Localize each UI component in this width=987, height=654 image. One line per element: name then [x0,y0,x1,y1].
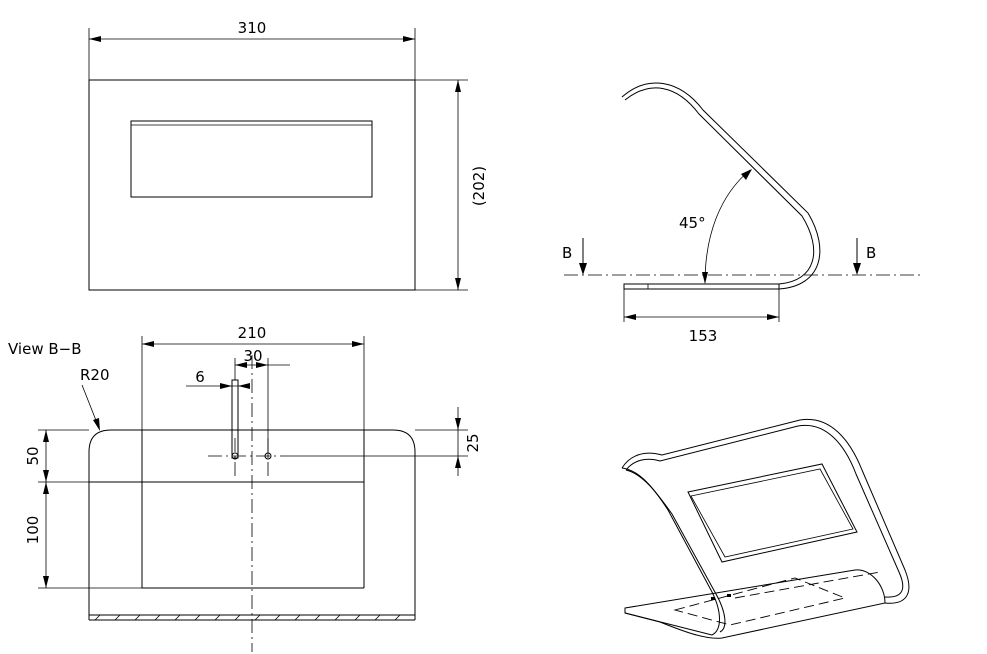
side-profile-inner [624,87,815,285]
iso-base-hidden-line [734,571,881,599]
front-height-dim-label: (202) [470,166,488,206]
iso-base-plate [624,569,886,639]
section-mark-right-arrowhead [853,263,861,275]
front-height-arrow-bottom [455,278,461,290]
front-screen-cutout [130,120,373,198]
side-view: B B 45° 153 [562,82,922,345]
section-offset-arrow-top [455,418,461,430]
section-width-arrow-left [142,341,154,347]
iso-front-curl-inner [625,469,726,633]
front-view: 310 (202) [88,19,488,291]
section-view: View B−B [8,324,482,652]
iso-screen-cutout [687,463,858,563]
section-spacing-arrow-right [256,362,268,368]
section-width-label: 210 [238,324,267,342]
iso-base-plate-edge [624,612,713,636]
isometric-view [621,418,910,639]
side-angle-arrow-top [741,169,752,180]
front-outline [88,79,416,291]
section-slot-label: 6 [195,368,205,386]
section-width-arrow-right [352,341,364,347]
section-slot-arrow-right [238,383,250,389]
iso-back-panel-outer [621,418,910,604]
iso-base-hole-right [727,594,731,597]
section-spacing-label: 30 [243,347,262,365]
section-radius-label: R20 [80,366,110,384]
section-slot-arrow-left [220,383,232,389]
iso-back-panel-inner [625,424,904,598]
side-angle-arrow-bottom [702,272,708,284]
front-width-dim-label: 310 [238,19,267,37]
side-base-plate [623,283,780,290]
section-depth-upper-arrow-bottom [43,470,49,482]
section-depth-lower-arrow-bottom [43,576,49,588]
side-angle-label: 45° [679,214,706,232]
section-mark-left-label: B [562,244,572,262]
section-depth-lower-label: 100 [24,516,42,545]
side-profile-outer [621,82,821,290]
section-depth-lower-arrow-top [43,482,49,494]
iso-screen-cutout-inner [690,468,854,558]
iso-base-hidden-cutout [673,577,847,626]
side-length-arrow-left [624,314,636,320]
front-width-arrow-right [403,36,415,42]
section-depth-upper-arrow-top [43,430,49,442]
iso-base-hole-left [711,597,715,600]
iso-front-curl-outer [621,467,720,636]
side-angle-arc [704,169,751,284]
section-hatch [94,614,401,621]
front-width-arrow-left [89,36,101,42]
section-offset-arrow-bottom [455,456,461,468]
section-mark-right-label: B [866,244,876,262]
section-mark-left-arrowhead [579,263,587,275]
side-length-arrow-right [767,314,779,320]
section-spacing-arrow-left [235,362,247,368]
front-height-arrow-top [455,80,461,92]
section-offset-label: 25 [464,433,482,452]
section-depth-upper-label: 50 [24,446,42,465]
side-length-label: 153 [689,327,718,345]
section-radius-arrow [93,418,100,431]
section-view-title: View B−B [8,340,82,358]
